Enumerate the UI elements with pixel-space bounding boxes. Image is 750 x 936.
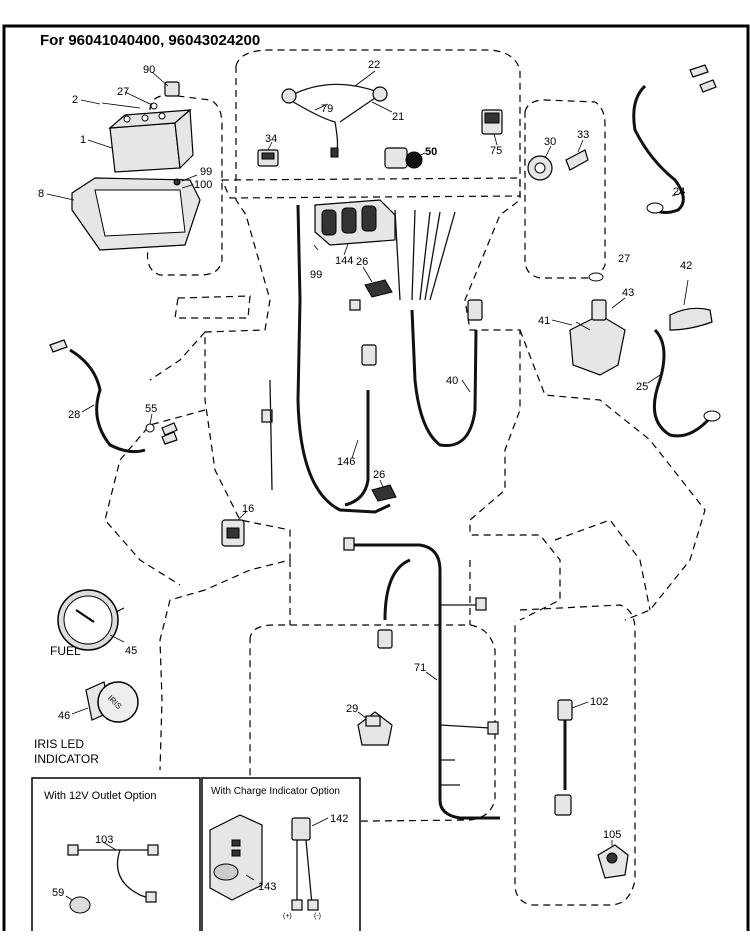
dash-top-group bbox=[257, 70, 503, 169]
terminal-cover bbox=[164, 81, 180, 97]
label-55: 55 bbox=[145, 403, 157, 415]
label-42: 42 bbox=[680, 260, 692, 272]
switch-75 bbox=[481, 109, 503, 135]
label-29: 29 bbox=[346, 703, 358, 715]
label-142: 142 bbox=[330, 813, 348, 825]
label-1: 1 bbox=[80, 134, 86, 146]
label-21: 21 bbox=[392, 111, 404, 123]
part-labels: 90 2 27 1 99 100 8 22 79 21 34 50 75 30 … bbox=[38, 59, 692, 899]
label-26: 26 bbox=[356, 256, 368, 268]
iris-caption-line2: INDICATOR bbox=[34, 752, 99, 766]
harness-102 bbox=[554, 699, 589, 816]
label-146: 146 bbox=[337, 456, 355, 468]
label-41: 41 bbox=[538, 315, 550, 327]
label-45: 45 bbox=[125, 645, 137, 657]
charge-indicator-143 bbox=[209, 814, 263, 901]
connector-16 bbox=[221, 511, 247, 547]
label-40: 40 bbox=[446, 375, 458, 387]
label-27b: 27 bbox=[618, 253, 630, 265]
relay-26 bbox=[364, 279, 393, 298]
headlight-harness bbox=[289, 83, 379, 156]
relay-26b bbox=[371, 484, 397, 502]
ground-cable-28 bbox=[49, 339, 178, 454]
polarity-minus: (-) bbox=[314, 913, 321, 920]
label-27: 27 bbox=[117, 86, 129, 98]
solenoid-group bbox=[551, 272, 721, 438]
battery-cable-24 bbox=[632, 64, 717, 214]
solenoid bbox=[569, 314, 626, 376]
battery-cable-25 bbox=[652, 328, 712, 438]
polarity-plus: (+) bbox=[283, 913, 292, 920]
battery-group bbox=[46, 71, 223, 276]
label-102: 102 bbox=[590, 696, 608, 708]
label-33: 33 bbox=[577, 129, 589, 141]
label-46: 46 bbox=[58, 710, 70, 722]
outlet-option-title: With 12V Outlet Option bbox=[44, 790, 157, 802]
charge-harness-142 bbox=[291, 817, 329, 911]
label-34: 34 bbox=[265, 133, 277, 145]
label-59: 59 bbox=[52, 887, 64, 899]
label-26b: 26 bbox=[373, 469, 385, 481]
ignition-group bbox=[524, 99, 606, 279]
label-100: 100 bbox=[194, 179, 212, 191]
label-43: 43 bbox=[622, 287, 634, 299]
fuel-caption: FUEL bbox=[50, 644, 81, 658]
iris-caption-line1: IRIS LED bbox=[34, 737, 84, 751]
label-24: 24 bbox=[673, 186, 685, 198]
cable-boot bbox=[669, 307, 713, 331]
seat-switch-29 bbox=[357, 711, 393, 746]
label-79: 79 bbox=[321, 103, 333, 115]
label-8: 8 bbox=[38, 188, 44, 200]
label-22: 22 bbox=[368, 59, 380, 71]
main-harness bbox=[261, 199, 483, 514]
label-90: 90 bbox=[143, 64, 155, 76]
label-99b: 99 bbox=[310, 269, 322, 281]
label-105: 105 bbox=[603, 829, 621, 841]
label-103: 103 bbox=[95, 834, 113, 846]
label-143: 143 bbox=[258, 881, 276, 893]
label-75: 75 bbox=[490, 145, 502, 157]
fuel-gauge bbox=[57, 589, 125, 651]
label-144: 144 bbox=[335, 255, 353, 267]
battery-tray bbox=[71, 177, 201, 251]
outlet-59 bbox=[65, 895, 91, 914]
battery-bolt bbox=[101, 102, 141, 109]
charge-option-title: With Charge Indicator Option bbox=[211, 786, 340, 797]
label-99: 99 bbox=[200, 166, 212, 178]
label-50: 50 bbox=[425, 146, 437, 158]
label-2: 2 bbox=[72, 94, 78, 106]
outlet-harness-103 bbox=[67, 841, 159, 903]
harness-71 bbox=[343, 537, 500, 820]
diagram-border bbox=[2, 24, 750, 931]
battery bbox=[108, 108, 194, 173]
ignition-key bbox=[565, 149, 589, 171]
label-16: 16 bbox=[242, 503, 254, 515]
iris-indicator bbox=[71, 681, 139, 723]
outlet-option-box bbox=[31, 777, 201, 934]
switch-50 bbox=[384, 147, 423, 169]
label-25: 25 bbox=[636, 381, 648, 393]
module-105 bbox=[597, 840, 629, 879]
label-30: 30 bbox=[544, 136, 556, 148]
diagram-title: For 96041040400, 96043024200 bbox=[40, 32, 260, 49]
label-71: 71 bbox=[414, 662, 426, 674]
label-28: 28 bbox=[68, 409, 80, 421]
